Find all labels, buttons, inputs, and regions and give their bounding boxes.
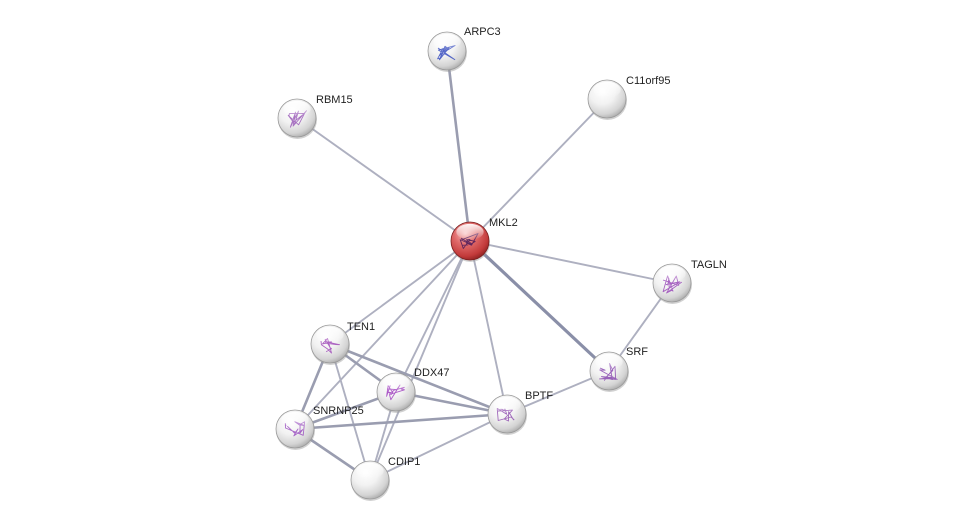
edge-ten1-cdip1[interactable] <box>329 343 371 481</box>
node-highlight <box>456 223 484 240</box>
node-highlight <box>382 374 410 391</box>
node-highlight <box>433 33 461 50</box>
node-snrnp25[interactable]: SNRNP25 <box>275 405 364 450</box>
node-highlight <box>493 396 521 413</box>
edge-mkl2-rbm15[interactable] <box>296 117 471 242</box>
edge-cdip1-bptf[interactable] <box>369 413 508 481</box>
node-label-ddx47: DDX47 <box>414 367 449 379</box>
node-tagln[interactable]: TAGLN <box>652 259 727 304</box>
edge-mkl2-ten1[interactable] <box>329 240 471 345</box>
node-label-ten1: TEN1 <box>347 321 375 333</box>
node-mkl2[interactable]: MKL2 <box>450 217 518 262</box>
node-bptf[interactable]: BPTF <box>487 390 553 435</box>
node-label-mkl2: MKL2 <box>489 217 518 229</box>
node-srf[interactable]: SRF <box>589 346 648 392</box>
node-highlight <box>283 100 311 117</box>
edge-ten1-bptf[interactable] <box>328 342 509 416</box>
node-rbm15[interactable]: RBM15 <box>277 94 353 139</box>
node-label-srf: SRF <box>626 346 648 358</box>
node-highlight <box>593 81 621 98</box>
node-label-bptf: BPTF <box>525 390 553 402</box>
node-highlight <box>316 326 344 343</box>
edge-mkl2-arpc3[interactable] <box>445 49 472 243</box>
edge-mkl2-ddx47[interactable] <box>395 240 471 393</box>
node-label-arpc3: ARPC3 <box>464 26 501 38</box>
edge-mkl2-bptf[interactable] <box>469 240 508 415</box>
node-highlight <box>658 265 686 282</box>
edge-mkl2-c11orf95[interactable] <box>469 98 608 242</box>
node-arpc3[interactable]: ARPC3 <box>427 26 501 72</box>
edge-mkl2-cdip1[interactable] <box>369 240 471 481</box>
node-highlight <box>595 353 623 370</box>
edge-snrnp25-bptf[interactable] <box>293 412 509 431</box>
node-highlight <box>356 462 384 479</box>
node-ten1[interactable]: TEN1 <box>310 321 375 365</box>
edge-mkl2-tagln[interactable] <box>469 240 673 284</box>
node-label-snrnp25: SNRNP25 <box>313 405 364 417</box>
node-c11orf95[interactable]: C11orf95 <box>587 75 670 120</box>
node-label-rbm15: RBM15 <box>316 94 353 106</box>
node-label-c11orf95: C11orf95 <box>626 75 670 87</box>
node-highlight <box>281 411 309 428</box>
node-label-cdip1: CDIP1 <box>388 456 420 468</box>
edge-mkl2-snrnp25[interactable] <box>294 240 471 430</box>
edge-mkl2-srf[interactable] <box>468 239 611 373</box>
node-ddx47[interactable]: DDX47 <box>376 367 449 413</box>
protein-structure-icon <box>599 363 618 381</box>
node-cdip1[interactable]: CDIP1 <box>350 456 420 501</box>
node-label-tagln: TAGLN <box>691 259 727 271</box>
